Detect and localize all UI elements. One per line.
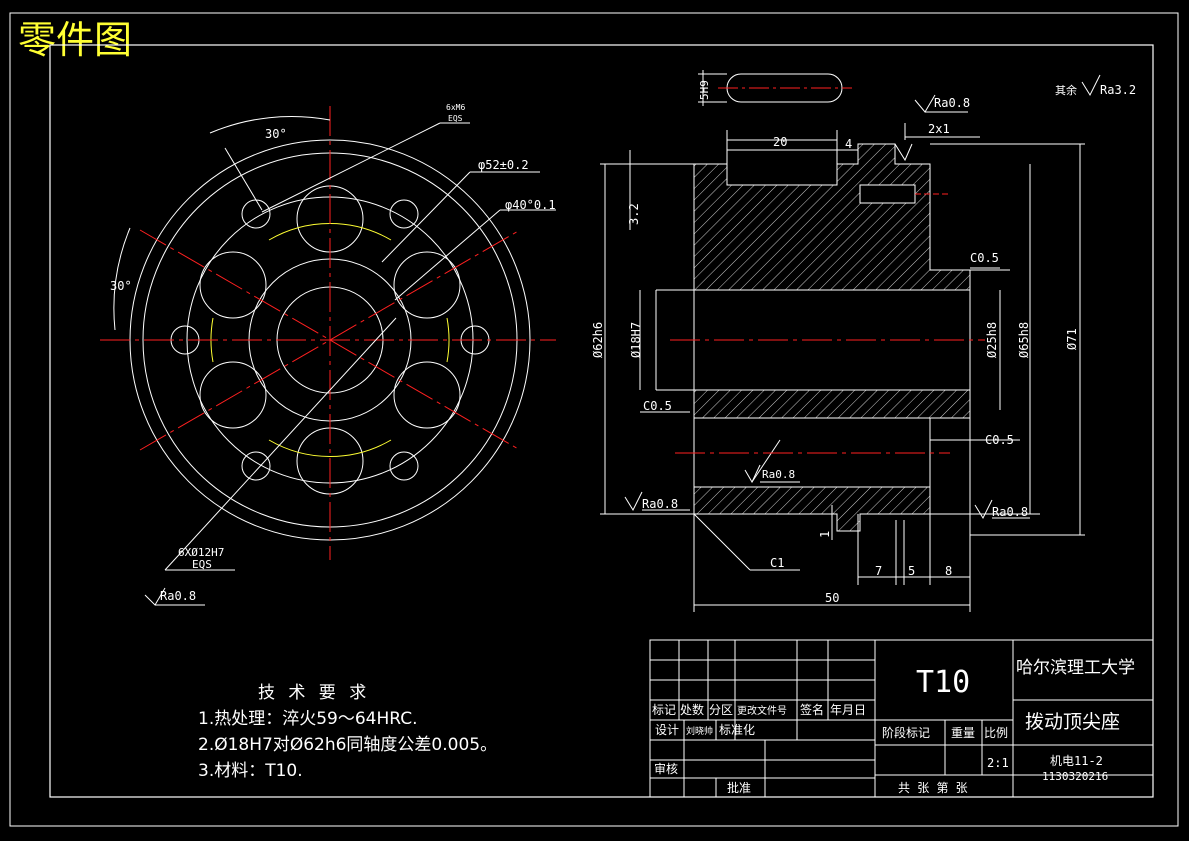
drawing-type-label: 零件图 — [18, 18, 133, 62]
front-labels: 30° 30° 6xM6 EQS φ52±0.2 φ40°0.1 6XØ12H7… — [110, 103, 556, 603]
chamfer-c05-right-label: C0.5 — [985, 433, 1014, 447]
inner-diameter-label: φ40°0.1 — [505, 198, 556, 212]
title-block-grid — [649, 639, 1154, 798]
thread-note-2: EQS — [448, 114, 463, 123]
angle-top-label: 30° — [265, 127, 287, 141]
outer-diameter-label: φ52±0.2 — [478, 158, 529, 172]
dim-7-label: 7 — [875, 564, 882, 578]
scale-label: 比例 — [984, 726, 1008, 740]
front-roughness-label: Ra0.8 — [160, 589, 196, 603]
design-label: 设计 — [655, 723, 679, 737]
tech-requirement-2: 2.Ø18H7对Ø62h6同轴度公差0.005。 — [198, 735, 498, 755]
section-labels: Ra0.8 其余 Ra3.2 20 4 2x1 3.2 C0.5 Ø62h6 Ø… — [591, 83, 1136, 605]
material-label: T10 — [916, 665, 970, 700]
roughness-other-label: Ra3.2 — [1100, 83, 1136, 97]
key-width-label: 5H9 — [698, 80, 711, 100]
dim-1-label: 1 — [818, 531, 832, 538]
dia-25h8-label: Ø25h8 — [985, 322, 999, 358]
roughness-other-prefix: 其余 — [1055, 83, 1077, 97]
header-cell-4: 签名 — [800, 702, 824, 717]
roughness-mid-label: Ra0.8 — [762, 468, 795, 481]
section-outline — [600, 74, 1101, 612]
review-label: 审核 — [654, 761, 678, 776]
tech-requirement-1: 1.热处理：淬火59～64HRC. — [198, 709, 418, 729]
title-block-text: T10 哈尔滨理工大学 拨动顶尖座 标记 处数 分区 更改文件号 签名 年月日 … — [652, 658, 1135, 795]
chamfer-c1-label: C1 — [770, 556, 784, 570]
front-leaders — [113, 116, 556, 606]
dim-20-label: 20 — [773, 135, 787, 149]
dim-3-2-label: 3.2 — [627, 203, 641, 225]
header-cell-2: 分区 — [709, 703, 733, 717]
thread-note-1: 6xM6 — [446, 103, 465, 112]
angle-left-label: 30° — [110, 279, 132, 293]
tech-requirements-heading: 技 术 要 求 — [258, 683, 371, 703]
approve-label: 批准 — [727, 780, 751, 795]
dim-4-label: 4 — [845, 137, 852, 151]
roughness-left-label: Ra0.8 — [642, 497, 678, 511]
designer-name: 刘晓帅 — [686, 725, 713, 737]
class-label: 机电11-2 — [1050, 754, 1103, 768]
dim-8-label: 8 — [945, 564, 952, 578]
header-cell-3: 更改文件号 — [737, 704, 787, 717]
header-cell-1: 处数 — [680, 702, 704, 717]
scale-value: 2:1 — [987, 756, 1009, 770]
roughness-right-label: Ra0.8 — [992, 505, 1028, 519]
header-cell-0: 标记 — [652, 703, 676, 717]
front-centerlines — [100, 106, 556, 560]
outer-frame — [9, 12, 1179, 827]
roughness-top-label: Ra0.8 — [934, 96, 970, 110]
part-name-label: 拨动顶尖座 — [1025, 711, 1120, 733]
holes-note-1: 6XØ12H7 — [178, 546, 224, 559]
standardize-label: 标准化 — [719, 723, 755, 737]
sheets-label: 共 张 第 张 — [898, 781, 968, 795]
dim-2x1-label: 2x1 — [928, 122, 950, 136]
weight-label: 重量 — [951, 726, 975, 740]
dim-5-label: 5 — [908, 564, 915, 578]
school-label: 哈尔滨理工大学 — [1016, 658, 1135, 678]
tech-requirement-3: 3.材料：T10. — [198, 761, 303, 781]
dia-62h6-label: Ø62h6 — [591, 322, 605, 358]
dia-71-label: Ø71 — [1065, 328, 1079, 350]
section-centerlines — [670, 339, 985, 454]
dia-65h8-label: Ø65h8 — [1017, 322, 1031, 358]
dim-50-label: 50 — [825, 591, 839, 605]
student-id-label: 1130320216 — [1042, 770, 1108, 783]
stage-label: 阶段标记 — [882, 725, 930, 740]
chamfer-c05-left-label: C0.5 — [643, 399, 672, 413]
chamfer-c05-top-label: C0.5 — [970, 251, 999, 265]
inner-frame — [49, 44, 1154, 798]
holes-note-2: EQS — [192, 558, 212, 571]
dia-18H7-label: Ø18H7 — [629, 322, 643, 358]
header-cell-5: 年月日 — [830, 703, 866, 717]
section-hatching — [693, 143, 971, 532]
technical-requirements: 技 术 要 求 1.热处理：淬火59～64HRC. 2.Ø18H7对Ø62h6同… — [198, 680, 497, 784]
